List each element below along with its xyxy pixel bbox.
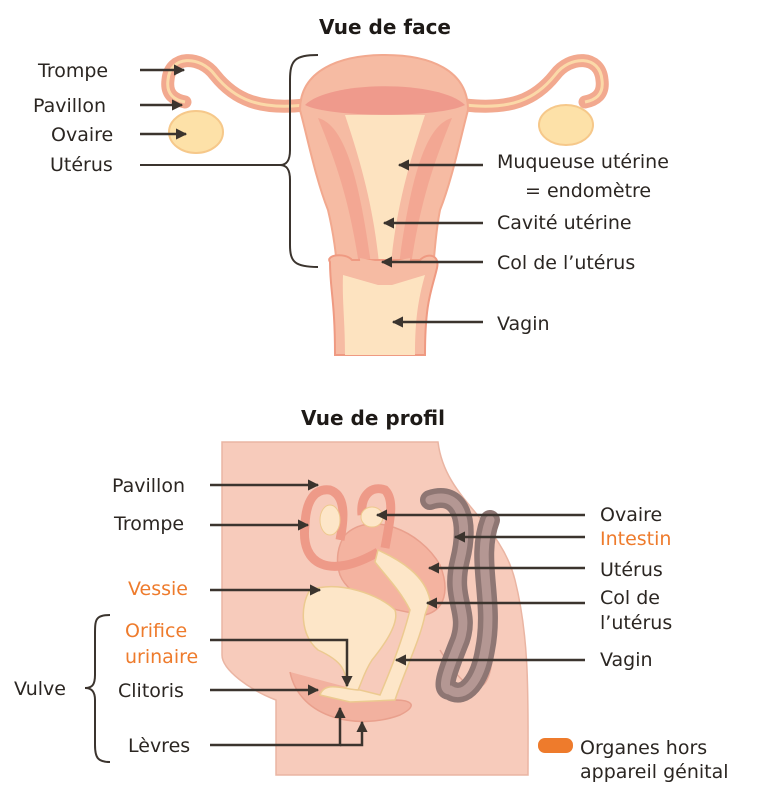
ovary-right <box>538 104 594 146</box>
label-clitoris: Clitoris <box>118 680 184 702</box>
front-view-title: Vue de face <box>319 15 451 39</box>
arrow-levres-2 <box>340 720 368 747</box>
label-vagin-profile: Vagin <box>600 649 653 671</box>
ovary-right-profile <box>360 506 384 528</box>
uterine-cavity <box>345 115 425 275</box>
label-orifice: Orifice <box>125 620 187 642</box>
legend: Organes hors appareil génital <box>538 737 729 783</box>
bladder <box>302 586 397 696</box>
arrow-orifice <box>210 638 353 688</box>
label-vessie: Vessie <box>128 578 188 600</box>
label-ovaire: Ovaire <box>51 124 113 146</box>
ovary-left <box>168 110 224 154</box>
label-ovaire-profile: Ovaire <box>600 504 662 526</box>
label-uterus: Utérus <box>50 154 113 176</box>
vagina <box>342 275 425 355</box>
label-intestin: Intestin <box>600 528 671 550</box>
profile-view-title: Vue de profil <box>301 406 445 430</box>
label-pavillon-profile: Pavillon <box>112 475 185 497</box>
label-l-uterus: l’utérus <box>600 612 672 634</box>
endometrium-right <box>398 118 452 272</box>
endometrium-left <box>318 118 372 272</box>
label-trompe-profile: Trompe <box>113 513 184 535</box>
ovary-left-profile <box>319 504 341 536</box>
label-pavillon: Pavillon <box>33 95 106 117</box>
uterus-fundus <box>305 86 465 115</box>
front-view: Vue de face Trompe Pavillon Ovaire Utéru… <box>33 15 669 356</box>
label-endometre: = endomètre <box>525 180 651 202</box>
label-urinaire: urinaire <box>125 646 198 668</box>
legend-line-2: appareil génital <box>580 761 729 783</box>
label-uterus-profile: Utérus <box>600 559 663 581</box>
label-col-de: Col de <box>600 587 660 609</box>
tube <box>299 485 381 571</box>
label-muqueuse: Muqueuse utérine <box>497 151 669 173</box>
label-levres: Lèvres <box>128 735 190 757</box>
vulve-brace <box>84 614 111 763</box>
profile-view: Vue de profil Pavillon Trompe Vessie Ori… <box>14 406 672 776</box>
label-vagin: Vagin <box>497 313 550 335</box>
label-col: Col de l’utérus <box>497 252 635 274</box>
fallopian-tubes <box>161 54 609 113</box>
label-vulve: Vulve <box>14 678 66 700</box>
legend-swatch <box>538 738 573 753</box>
label-trompe: Trompe <box>37 60 108 82</box>
label-cavite: Cavité utérine <box>497 212 632 234</box>
legend-line-1: Organes hors <box>580 737 707 759</box>
